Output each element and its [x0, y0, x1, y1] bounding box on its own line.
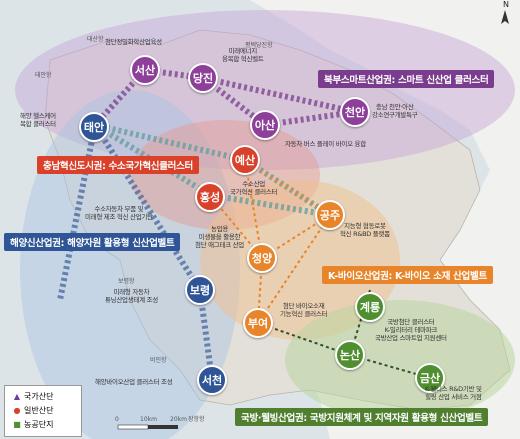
banner-central: 충남혁신도시권: 수소국가혁신클러스터 — [37, 156, 199, 174]
port-boryeong: 보령항 — [118, 278, 135, 285]
city-geumsan: 금산 — [415, 363, 445, 393]
city-gyeryong: 계룡 — [355, 292, 385, 322]
city-yesan: 예산 — [230, 145, 260, 175]
marine-corridors — [57, 123, 215, 381]
note-asan: 자동차 버스 플레이 바이오 융합 — [285, 140, 366, 148]
city-dangjin: 당진 — [188, 63, 218, 93]
legend-general: ● 일반산단 — [10, 403, 76, 417]
port-daesan: 대산항 — [87, 36, 104, 43]
note-buyeo: 첨단 바이오소재 기능혁신 클러스터 — [280, 302, 328, 318]
city-hongseong: 홍성 — [195, 182, 225, 212]
note-cheongyang: 농업용 미생물을 활용한 첨단 애그테크 산업 — [195, 225, 244, 249]
note-dangjin: 미래에너지 융복합 혁신벨트 — [222, 47, 264, 63]
city-nonsan: 논산 — [335, 340, 365, 370]
city-gongju: 공주 — [315, 200, 345, 230]
square-icon: ■ — [13, 419, 21, 429]
city-taean: 태안 — [79, 112, 109, 142]
port-janghang: 장항항 — [188, 416, 205, 423]
city-buyeo: 부여 — [243, 308, 273, 338]
note-seosan: 첨단정밀화학산업육성 — [105, 38, 162, 46]
scale-bar — [117, 424, 178, 430]
city-boryeong: 보령 — [185, 275, 215, 305]
port-dangjin: 평택당진항 — [245, 42, 273, 49]
note-taean: 해양 헬스케어 복합 클러스터 — [20, 112, 56, 128]
north-zone — [15, 10, 515, 170]
scale-20: 20km — [170, 416, 187, 423]
port-biin: 비인항 — [150, 357, 167, 364]
circle-icon: ● — [13, 405, 21, 415]
note-boryeong: 미래형 자동차 튜닝산업생태계 조성 — [105, 288, 158, 304]
bio-zone — [200, 180, 400, 340]
note-seocheon: 해양바이오산업 클러스터 조성 — [95, 378, 173, 386]
legend: ▲ 국가산단 ● 일반산단 ■ 농공단지 — [4, 385, 82, 437]
note-yesan: 수소산업 국가혁신 클러스터 — [230, 180, 278, 196]
scale-0: 0 — [115, 416, 119, 423]
compass-label: N — [503, 0, 509, 9]
city-seosan: 서산 — [130, 55, 160, 85]
note-gyeryong: 국방첨단 클러스터 K-밀리터리 테마파크 국방산업 스마트업 지원센터 — [375, 318, 447, 342]
scale-10: 10km — [140, 416, 157, 423]
banner-north: 북부스마트산업권: 스마트 신산업 클러스터 — [318, 70, 495, 88]
city-asan: 아산 — [250, 110, 280, 140]
note-hongseong: 수소자동차 부품 및 미래형 제조 혁신 산업기반 — [85, 205, 153, 221]
banner-defense: 국방·웰빙산업권: 국방지원체계 및 지역자원 활용형 신산업벨트 — [235, 408, 489, 426]
note-cheonan: 충남 천안·아산 강소연구개발특구 — [372, 103, 418, 119]
legend-national: ▲ 국가산단 — [10, 389, 76, 403]
banner-bio: K-바이오산업권: K-바이오 소재 산업벨트 — [322, 266, 493, 284]
banner-marine: 해양신산업권: 해양자원 활용형 신산업벨트 — [4, 233, 181, 251]
city-seocheon: 서천 — [197, 365, 227, 395]
triangle-icon: ▲ — [13, 391, 21, 401]
note-gongju: 지능형 협동로봇 혁신 R&BD 플랫폼 — [340, 222, 390, 238]
port-taean: 태안항 — [35, 72, 52, 79]
defense-zone — [285, 300, 515, 420]
compass-icon — [501, 10, 509, 24]
city-cheongyang: 청양 — [247, 243, 277, 273]
legend-agri: ■ 농공단지 — [10, 417, 76, 431]
city-cheonan: 천안 — [340, 97, 370, 127]
note-geumsan: K-웰니스 R&D기반 및 힐링 산업 서비스 거점 — [425, 385, 482, 401]
